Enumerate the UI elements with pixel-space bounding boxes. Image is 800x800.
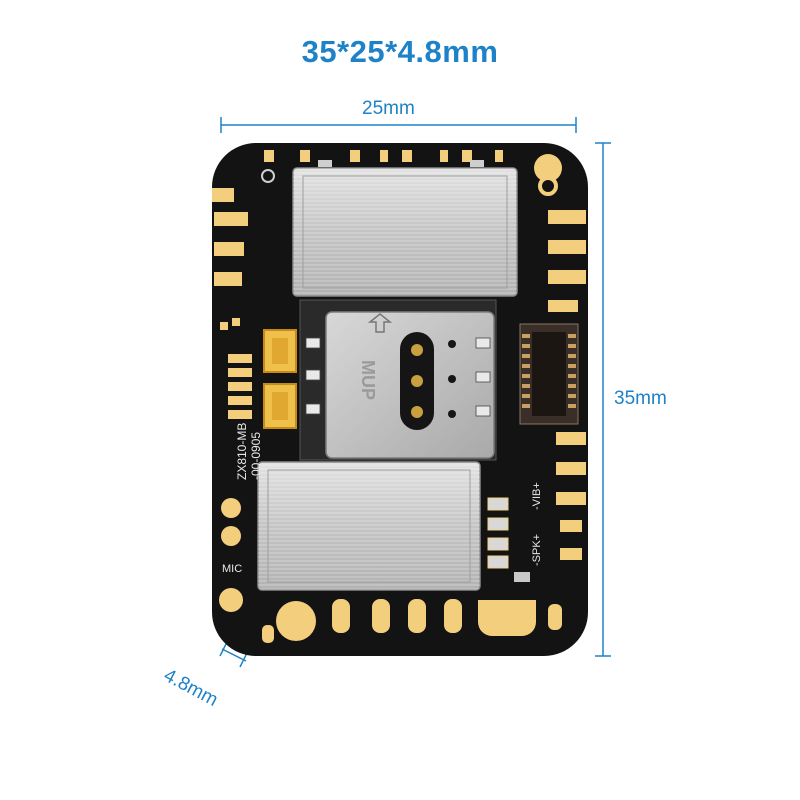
revision-silkscreen: -00-0905 [249, 432, 263, 480]
top-rf-shield [292, 167, 518, 297]
bottom-edge-pads [262, 599, 562, 643]
right-edge-pads [534, 154, 586, 560]
spk-label: -SPK+ [531, 534, 543, 566]
mic-label: MIC [222, 563, 242, 575]
height-dimension-label: 35mm [614, 388, 667, 409]
gold-test-pads [263, 329, 297, 429]
dimensions-title: 35*25*4.8mm [301, 34, 499, 69]
left-edge-pads [212, 188, 252, 612]
board-connector [519, 323, 579, 425]
pcb-board: MUP [212, 143, 588, 656]
part-number-silkscreen: ZX810-MB [235, 423, 249, 480]
top-edge-pads [264, 150, 503, 162]
height-dimension-line [595, 142, 611, 657]
bottom-rf-shield [257, 461, 481, 591]
width-dimension-label: 25mm [362, 98, 415, 119]
sim-card-holder: MUP [299, 299, 497, 461]
sim-marking: MUP [358, 360, 378, 400]
width-dimension-line [220, 117, 577, 133]
passive-components [261, 160, 530, 582]
vib-label: -VIB+ [531, 482, 543, 510]
